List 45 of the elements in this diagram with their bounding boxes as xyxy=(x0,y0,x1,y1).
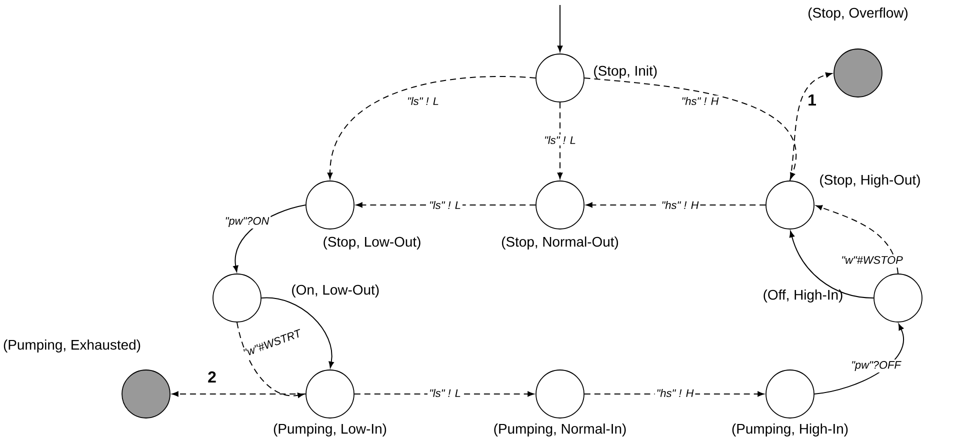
edge-label: "ls" ! L xyxy=(406,95,440,106)
edge-label: "ls" ! L xyxy=(428,199,462,211)
state-label: (Pumping, Exhausted) xyxy=(4,340,140,352)
state-circle xyxy=(122,370,170,418)
arrow xyxy=(814,324,904,394)
edge-label: "hs" ! H xyxy=(680,95,720,106)
state-circle xyxy=(834,48,882,98)
state-circle xyxy=(766,180,814,230)
arrow xyxy=(327,76,536,179)
state-label: (On, Low-Out) xyxy=(292,284,379,298)
state-label: (Stop, Low-Out) xyxy=(324,236,420,250)
state-circle xyxy=(536,370,584,418)
state-circle xyxy=(306,370,354,418)
edge-label: "w"#WSTOP xyxy=(840,254,904,266)
state-circle xyxy=(766,370,814,418)
callout-number: 1 xyxy=(808,94,816,106)
state-circle xyxy=(536,180,584,230)
state-label: (Stop, Overflow) xyxy=(808,8,908,20)
arrow xyxy=(789,230,874,298)
arrow xyxy=(172,391,306,397)
arrow xyxy=(236,322,304,398)
state-label: (Stop, High-Out) xyxy=(820,174,920,188)
edge-label: "pw"?ON xyxy=(223,216,271,228)
callout-number: 2 xyxy=(208,371,216,383)
arrow xyxy=(584,78,797,180)
arrow xyxy=(557,102,563,179)
arrow xyxy=(557,4,563,52)
arrow xyxy=(816,205,898,274)
edge-label: "hs" ! H xyxy=(660,199,700,211)
edge-label: "ls" ! L xyxy=(428,387,462,398)
state-label: (Pumping, Low-In) xyxy=(274,423,386,436)
state-label: (Pumping, Normal-In) xyxy=(494,423,626,436)
arrow xyxy=(790,72,832,182)
edge-label: "ls" ! L xyxy=(542,134,578,146)
edge-label: "hs" ! H xyxy=(654,387,696,398)
state-label: (Stop, Init) xyxy=(594,66,657,78)
state-circle xyxy=(874,274,922,322)
state-circle xyxy=(306,180,354,230)
state-circle xyxy=(212,274,262,322)
state-label: (Off, High-In) xyxy=(764,290,842,302)
state-label: (Stop, Normal-Out) xyxy=(502,236,618,250)
edge-label: "pw"?OFF xyxy=(850,360,902,372)
state-label: (Pumping, High-In) xyxy=(732,423,848,436)
arrow xyxy=(260,297,334,368)
state-circle xyxy=(536,54,584,102)
